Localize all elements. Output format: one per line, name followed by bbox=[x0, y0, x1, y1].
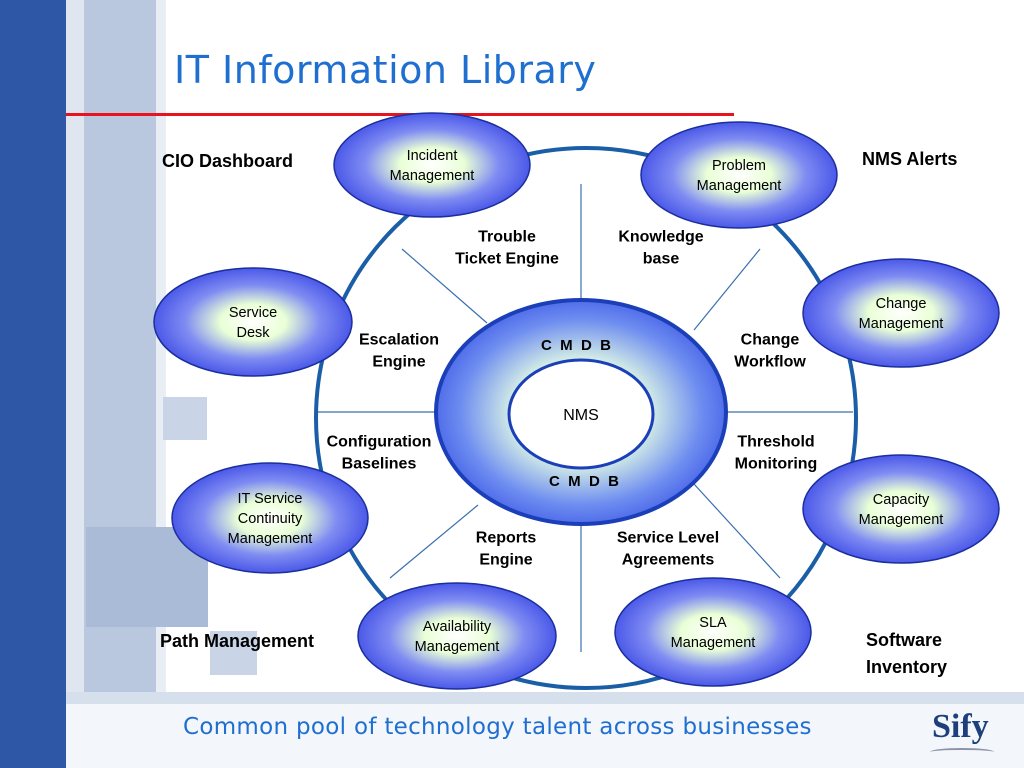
change-management-label-line-1: Change bbox=[876, 296, 927, 312]
path-management-label: Path Management bbox=[160, 631, 315, 651]
footer-tagline: Common pool of technology talent across … bbox=[183, 714, 812, 740]
service-desk-label-line-2: Desk bbox=[236, 325, 270, 341]
service-desk-bubble bbox=[153, 267, 353, 377]
outer-ring bbox=[314, 146, 858, 690]
service-level-agreements-label-line-1: Service Level bbox=[617, 530, 719, 547]
change-workflow-label-line-1: Change bbox=[741, 332, 800, 349]
sidebar-mid-stripe bbox=[84, 0, 156, 768]
cmdb-label-bottom: C M D B bbox=[549, 473, 619, 490]
sla-management-label-line-2: Management bbox=[671, 635, 756, 651]
deco-square-1 bbox=[163, 397, 207, 440]
spoke-top-right bbox=[693, 248, 761, 331]
knowledge-base-label: Knowledge base bbox=[618, 229, 703, 268]
it-service-continuity-management-bubble bbox=[171, 462, 369, 574]
it-service-continuity-management-label-line-1: IT Service bbox=[237, 491, 302, 507]
title-divider bbox=[66, 113, 734, 116]
sidebar-light-stripe bbox=[66, 0, 84, 768]
cio-dashboard-label: CIO Dashboard bbox=[162, 151, 294, 171]
software-inventory-label-line2: Inventory bbox=[866, 657, 948, 677]
service-desk-label-line-1: Service bbox=[229, 305, 277, 321]
threshold-monitoring-label-line-1: Threshold bbox=[737, 434, 814, 451]
sla-management-label-line-1: SLA bbox=[699, 615, 727, 631]
incident-management-label-line-2: Management bbox=[390, 168, 475, 184]
capacity-management-label-line-1: Capacity bbox=[873, 492, 930, 508]
escalation-engine-label-line-2: Engine bbox=[372, 354, 425, 371]
escalation-engine-label-line-1: Escalation bbox=[359, 332, 439, 349]
threshold-monitoring-label-line-2: Monitoring bbox=[735, 456, 818, 473]
sidebar-dark-band bbox=[0, 0, 66, 768]
software-inventory-label-line1: Software bbox=[866, 630, 943, 650]
change-management-bubble bbox=[802, 258, 1000, 368]
incident-management-label-line-1: Incident bbox=[407, 148, 458, 164]
reports-engine-label-line-2: Engine bbox=[479, 552, 532, 569]
nms-label: NMS bbox=[563, 407, 599, 424]
sla-management-label: SLA Management bbox=[671, 615, 756, 651]
trouble-ticket-label-line-1: Trouble bbox=[478, 229, 536, 246]
configuration-baselines-label-line-2: Baselines bbox=[342, 456, 417, 473]
capacity-management-bubble bbox=[802, 454, 1000, 564]
deco-square-3 bbox=[210, 631, 257, 675]
availability-management-bubble bbox=[357, 582, 557, 690]
configuration-baselines-label-line-1: Configuration bbox=[327, 434, 432, 451]
trouble-ticket-label-line-2: Ticket Engine bbox=[455, 251, 559, 268]
knowledge-base-label-line-1: Knowledge bbox=[618, 229, 703, 246]
outer-ring-group bbox=[314, 146, 858, 690]
slide-title: IT Information Library bbox=[174, 48, 597, 92]
sify-logo: Sify bbox=[932, 708, 989, 745]
footer-accent-line bbox=[66, 692, 1024, 704]
it-service-continuity-management-label-line-3: Management bbox=[228, 531, 313, 547]
footer-bar bbox=[66, 692, 1024, 768]
cmdb-label-top: C M D B bbox=[541, 337, 611, 354]
change-management-label-line-2: Management bbox=[859, 316, 944, 332]
sla-management-node: SLA Management bbox=[614, 577, 812, 687]
cmdb-hub: NMS C M D B C M D B bbox=[434, 298, 728, 526]
nms-core bbox=[507, 358, 655, 470]
problem-management-label-line-1: Problem bbox=[712, 158, 766, 174]
nms-alerts-label: NMS Alerts bbox=[862, 149, 958, 169]
logo-swoosh bbox=[930, 748, 994, 756]
change-workflow-label-line-2: Workflow bbox=[734, 354, 806, 371]
spoke-bottom-left bbox=[389, 504, 479, 579]
spoke-bottom-right bbox=[693, 483, 781, 579]
service-level-agreements-label-line-2: Agreements bbox=[622, 552, 715, 569]
it-service-continuity-management-label-line-2: Continuity bbox=[238, 511, 303, 527]
problem-management-label-line-2: Management bbox=[697, 178, 782, 194]
incident-management-bubble bbox=[333, 112, 531, 218]
sidebar-pale-stripe bbox=[156, 0, 166, 768]
capacity-management-label-line-2: Management bbox=[859, 512, 944, 528]
knowledge-base-label-line-2: base bbox=[643, 251, 680, 268]
availability-management-label-line-1: Availability bbox=[423, 619, 492, 635]
availability-management-label-line-2: Management bbox=[415, 639, 500, 655]
spoke-top-left bbox=[401, 248, 488, 324]
problem-management-bubble bbox=[640, 121, 838, 229]
reports-engine-label-line-1: Reports bbox=[476, 530, 537, 547]
sla-management-bubble bbox=[614, 577, 812, 687]
